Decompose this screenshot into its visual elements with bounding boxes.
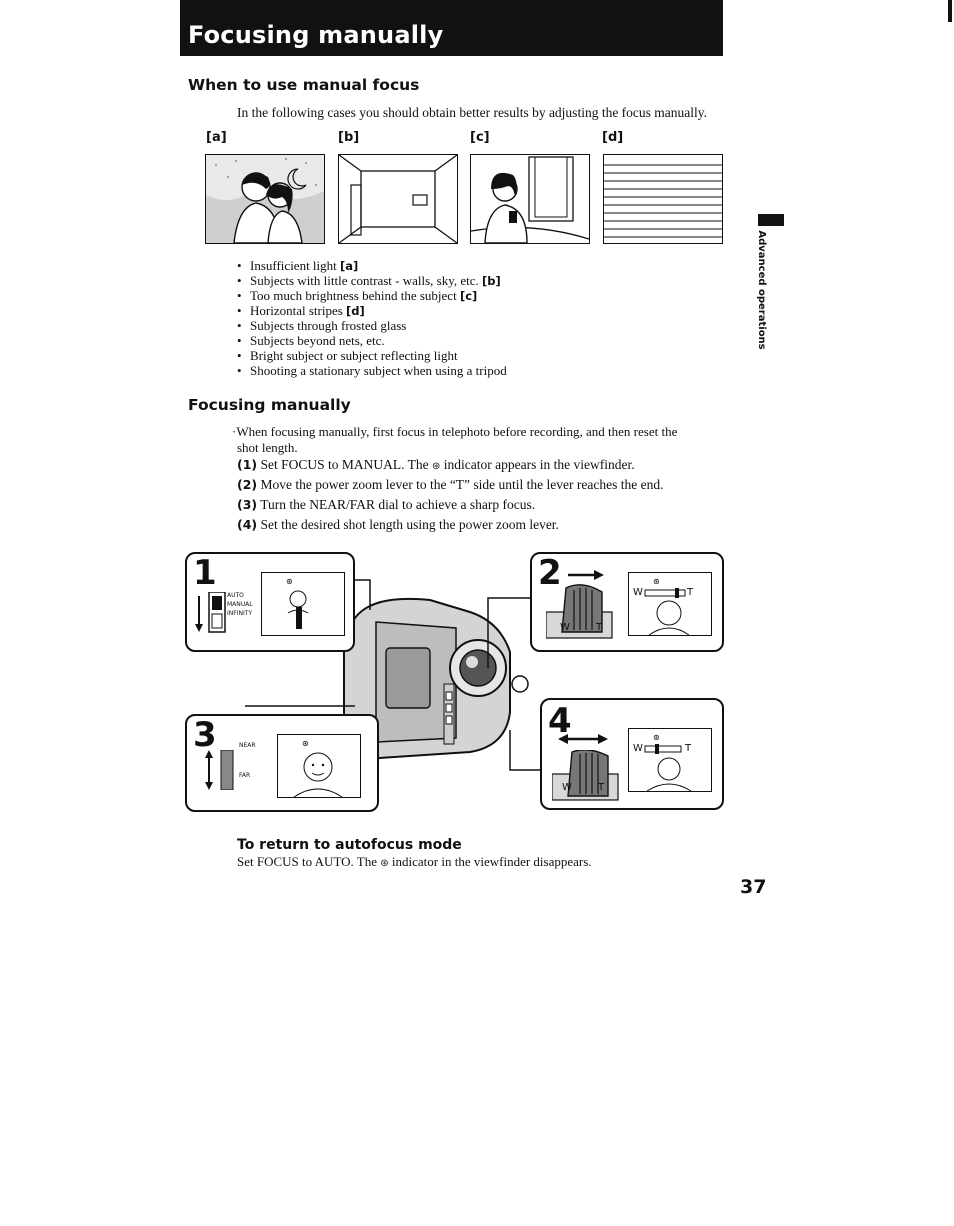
- note-line-2: shot length.: [237, 440, 298, 455]
- arrow-both-icon: [558, 734, 608, 744]
- panel-2: 2 W T W ⊛ T: [530, 552, 724, 652]
- list-item: Bright subject or subject reflecting lig…: [237, 348, 507, 363]
- note-text: ·When focusing manually, first focus in …: [232, 424, 722, 456]
- page-title: Focusing manually: [188, 21, 444, 49]
- step-2: (2) Move the power zoom lever to the “T”…: [237, 477, 664, 492]
- list-item: Horizontal stripes [d]: [237, 303, 507, 318]
- panel-4-number: 4: [548, 701, 572, 741]
- viewfinder-2: W ⊛ T: [628, 572, 712, 636]
- label-auto: AUTO: [227, 592, 244, 599]
- section-heading-focusing: Focusing manually: [188, 396, 351, 414]
- viewfinder-3: ⊛: [277, 734, 361, 798]
- case-image-c: [470, 154, 590, 244]
- label-t: T: [598, 782, 605, 793]
- zoom-lever-icon: [546, 584, 613, 639]
- label-far: FAR: [239, 772, 251, 779]
- list-item: Insufficient light [a]: [237, 258, 507, 273]
- case-label-b: [b]: [338, 130, 360, 145]
- zoom-lever-icon: [552, 750, 619, 801]
- section-heading-autofocus: To return to autofocus mode: [237, 837, 462, 853]
- section-heading-when: When to use manual focus: [188, 76, 420, 94]
- intro-text: In the following cases you should obtain…: [237, 105, 708, 120]
- step-3: (3) Turn the NEAR/FAR dial to achieve a …: [237, 497, 536, 512]
- panel-4: 4 W T W ⊛ T: [540, 698, 724, 810]
- label-t: T: [596, 622, 603, 633]
- step-4: (4) Set the desired shot length using th…: [237, 517, 559, 532]
- camcorder-illustration: [340, 576, 540, 772]
- case-image-d: [603, 154, 723, 244]
- panel-1: 1 AUTO MANUAL INFINITY ⊛: [185, 552, 355, 652]
- focus-switch-icon: [195, 592, 226, 633]
- viewfinder-4: W ⊛ T: [628, 728, 712, 792]
- connector-lines: [245, 579, 540, 771]
- panel-2-number: 2: [538, 553, 562, 593]
- arrow-right-icon: [568, 570, 604, 580]
- title-bar: Focusing manually: [180, 0, 723, 56]
- list-item: Subjects beyond nets, etc.: [237, 333, 507, 348]
- svg-text:⊛: ⊛: [286, 577, 293, 586]
- case-label-c: [c]: [470, 130, 490, 145]
- label-manual: MANUAL: [227, 601, 253, 608]
- section-tab-marker: [758, 214, 784, 226]
- step-1: (1) Set FOCUS to MANUAL. The ⊛ indicator…: [237, 457, 635, 472]
- case-label-d: [d]: [602, 130, 624, 145]
- panel-3-number: 3: [193, 715, 217, 755]
- focus-indicator-icon: ⊛: [432, 461, 441, 472]
- label-w: W: [562, 782, 572, 793]
- label-near: NEAR: [239, 742, 256, 749]
- edge-mark: [948, 0, 952, 22]
- svg-text:⊛: ⊛: [653, 577, 660, 586]
- cases-list: Insufficient light [a] Subjects with lit…: [237, 258, 507, 378]
- list-item: Subjects through frosted glass: [237, 318, 507, 333]
- near-far-dial-icon: [205, 750, 234, 790]
- svg-text:⊛: ⊛: [653, 733, 660, 742]
- case-label-a: [a]: [206, 130, 227, 145]
- focus-indicator-icon: ⊛: [380, 858, 389, 869]
- sidebar-label: Advanced operations: [756, 230, 768, 350]
- case-image-a: [205, 154, 325, 244]
- panel-3: 3 NEAR FAR ⊛: [185, 714, 379, 812]
- panel-1-number: 1: [193, 553, 217, 593]
- page-number: 37: [740, 876, 767, 898]
- label-w: W: [560, 622, 570, 633]
- svg-text:⊛: ⊛: [302, 739, 309, 748]
- case-image-b: [338, 154, 458, 244]
- list-item: Subjects with little contrast - walls, s…: [237, 273, 507, 288]
- note-line-1: ·When focusing manually, first focus in …: [232, 424, 678, 439]
- viewfinder-1: ⊛: [261, 572, 345, 636]
- autofocus-text: Set FOCUS to AUTO. The ⊛ indicator in th…: [237, 854, 592, 869]
- list-item: Too much brightness behind the subject […: [237, 288, 507, 303]
- list-item: Shooting a stationary subject when using…: [237, 363, 507, 378]
- label-infinity: INFINITY: [227, 610, 253, 617]
